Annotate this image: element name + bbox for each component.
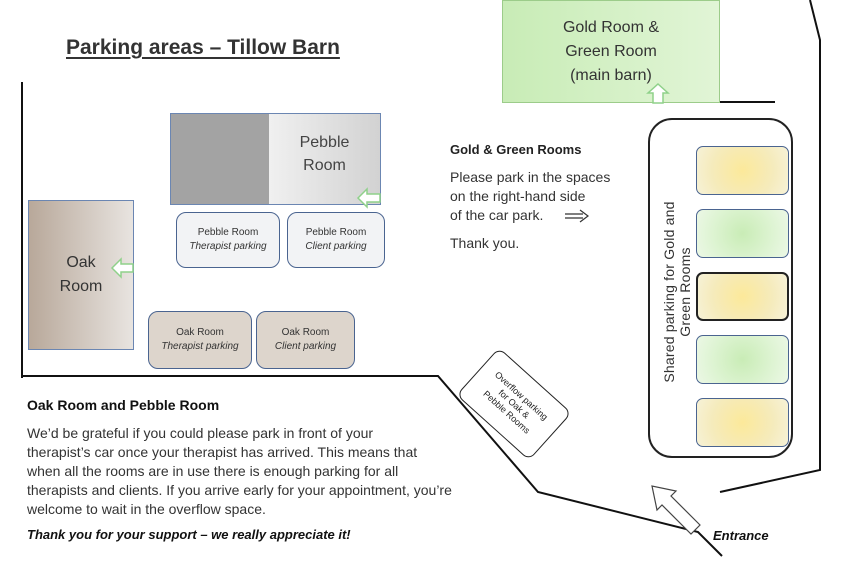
gold-green-heading: Gold & Green Rooms [450,142,582,157]
notice-line: on the right-hand side [450,188,586,204]
bay-title: Oak Room [281,327,330,338]
entrance-arrow-icon [651,485,701,535]
bay-subtitle: Therapist parking [161,341,239,352]
car-park-edge-line [22,375,723,557]
parking-space [696,146,789,195]
entrance-label: Entrance [713,528,769,543]
room-label-line: Oak [66,254,96,271]
up-arrow-icon [646,82,670,104]
oak-client-bay: Oak Room Client parking [256,311,355,369]
parking-space [696,209,789,258]
parking-space [696,272,789,321]
room-label-line: Pebble [299,134,350,151]
right-arrow-icon [565,209,589,223]
notice-line: therapist’s car once your therapist has … [27,444,418,460]
bay-title: Oak Room [176,327,224,338]
shared-parking-area [648,118,793,458]
page-title: Parking areas – Tillow Barn [66,36,340,59]
pebble-room-annex [170,113,269,205]
oak-pebble-heading: Oak Room and Pebble Room [27,397,220,413]
notice-line: of the car park. [450,207,544,223]
notice-line: welcome to wait in the overflow space. [27,501,266,517]
right-boundary-line [719,0,821,493]
left-arrow-icon [110,257,134,279]
notice-line: Please park in the spaces [450,169,611,185]
pebble-client-bay: Pebble Room Client parking [287,212,385,268]
pebble-therapist-bay: Pebble Room Therapist parking [176,212,280,268]
bay-title: Pebble Room [305,227,367,238]
parking-space [696,335,789,384]
oak-room: Oak Room [28,200,134,350]
bay-title: Pebble Room [197,227,259,238]
bay-subtitle: Client parking [305,241,367,252]
oak-therapist-bay: Oak Room Therapist parking [148,311,252,369]
notice-line: We’d be grateful if you could please par… [27,425,374,441]
notice-thanks: Thank you for your support – we really a… [27,527,351,542]
left-arrow-icon [356,187,381,209]
notice-line: therapists and clients. If you arrive ea… [27,482,452,498]
room-label-line: Room [59,278,103,295]
gold-green-room: Gold Room & Green Room (main barn) [502,0,720,103]
parking-space [696,398,789,447]
room-label-line: Gold Room & [562,18,660,36]
notice-thanks: Thank you. [450,235,520,251]
bay-subtitle: Therapist parking [189,241,267,252]
pebble-room: Pebble Room [269,113,381,205]
room-label-line: Room [303,157,346,174]
bay-subtitle: Client parking [274,341,337,352]
room-label-line: (main barn) [570,66,652,84]
room-label-line: Green Room [565,42,657,60]
shared-parking-label: Shared parking for Gold and Green Rooms [661,201,693,383]
notice-line: when all the rooms are in use there is e… [27,463,399,479]
